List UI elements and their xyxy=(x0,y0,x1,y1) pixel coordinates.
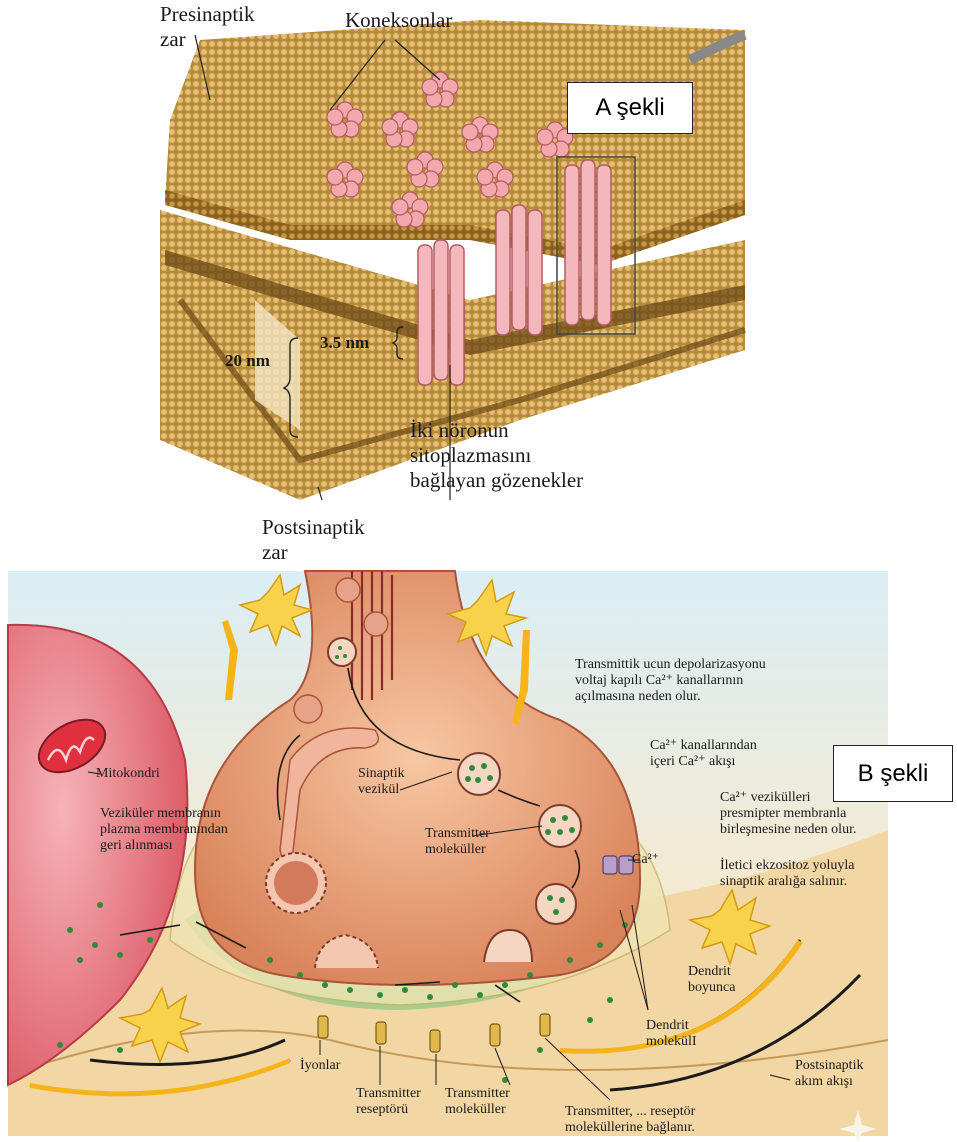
binding-label: Transmitter, ... reseptör moleküllerine … xyxy=(565,1104,765,1136)
label-line: Veziküler membranın xyxy=(100,806,260,822)
step4-label: İletici ekzositoz yoluyla sinaptik aralı… xyxy=(720,858,910,890)
along-dendrite-label: Dendrit boyunca xyxy=(688,964,778,996)
transmitter-receptor-label: Transmitter reseptörü xyxy=(356,1086,446,1118)
label-line: moleküller xyxy=(445,1102,535,1118)
pores-label: İki nöronun sitoplazmasını bağlayan göze… xyxy=(410,418,690,493)
label-line: Sinaptik xyxy=(358,766,428,782)
label-line: İletici ekzositoz yoluyla xyxy=(720,858,910,874)
label-line: Transmittik ucun depolarizasyonu xyxy=(575,657,875,673)
label-line: Dendrit xyxy=(688,964,778,980)
label-line: boyunca xyxy=(688,980,778,996)
label-line: Transmitter xyxy=(445,1086,535,1102)
ions-label: İyonlar xyxy=(300,1058,340,1074)
b-figure-label: B şekli xyxy=(833,745,953,802)
postsynaptic-membrane-label: Postsinaptik zar xyxy=(262,515,402,565)
label-line: voltaj kapılı Ca²⁺ kanallarının xyxy=(575,673,875,689)
label-line: moleküller xyxy=(425,842,525,858)
label-line: Presinaptik xyxy=(160,2,280,27)
label-line: zar xyxy=(160,27,280,52)
label-line: zar xyxy=(262,540,402,565)
step2-label: Ca²⁺ kanallarından içeri Ca²⁺ akışı xyxy=(650,738,850,770)
label-line: geri alınması xyxy=(100,838,260,854)
label-line: bağlayan gözenekler xyxy=(410,468,690,493)
label-line: Transmitter xyxy=(425,826,525,842)
label-line: içeri Ca²⁺ akışı xyxy=(650,754,850,770)
label-line: molekülI xyxy=(646,1034,716,1050)
mitochondrion-label: Mitokondri xyxy=(96,766,160,782)
synaptic-vesicle-label: Sinaptik vezikül xyxy=(358,766,428,798)
gap-3-5nm-label: 3.5 nm xyxy=(320,330,369,355)
label-line: vezikül xyxy=(358,782,428,798)
label-line: sinaptik aralığa salınır. xyxy=(720,874,910,890)
label-line: İki nöronun xyxy=(410,418,690,443)
label-line: plazma membranından xyxy=(100,822,260,838)
label-line: Ca²⁺ kanallarından xyxy=(650,738,850,754)
a-figure-label: A şekli xyxy=(567,82,693,134)
label-line: akım akışı xyxy=(795,1074,895,1090)
label-line: Transmitter xyxy=(356,1086,446,1102)
presynaptic-membrane-label: Presinaptik zar xyxy=(160,2,280,52)
label-line: moleküllerine bağlanır. xyxy=(565,1120,765,1136)
label-line: birleşmesine neden olur. xyxy=(720,822,910,838)
gap-20nm-label: 20 nm xyxy=(225,348,270,373)
connexons-label: Koneksonlar xyxy=(345,8,452,33)
membrane-recycling-label: Veziküler membranın plazma membranından … xyxy=(100,806,260,854)
label-line: sitoplazmasını xyxy=(410,443,690,468)
postsynaptic-current-label: Postsinaptik akım akışı xyxy=(795,1058,895,1090)
label-line: presmipter membranla xyxy=(720,806,910,822)
calcium-ion-label: Ca²⁺ xyxy=(632,852,659,868)
dendrite-molecule-label: Dendrit molekülI xyxy=(646,1018,716,1050)
label-line: Postsinaptik xyxy=(795,1058,895,1074)
transmitter-molecules-label: Transmitter moleküller xyxy=(425,826,525,858)
step1-label: Transmittik ucun depolarizasyonu voltaj … xyxy=(575,657,875,705)
label-line: Postsinaptik xyxy=(262,515,402,540)
label-line: açılmasına neden olur. xyxy=(575,689,875,705)
label-line: Transmitter, ... reseptör xyxy=(565,1104,765,1120)
label-line: Dendrit xyxy=(646,1018,716,1034)
label-line: reseptörü xyxy=(356,1102,446,1118)
transmitter-molecules-bottom-label: Transmitter moleküller xyxy=(445,1086,535,1118)
